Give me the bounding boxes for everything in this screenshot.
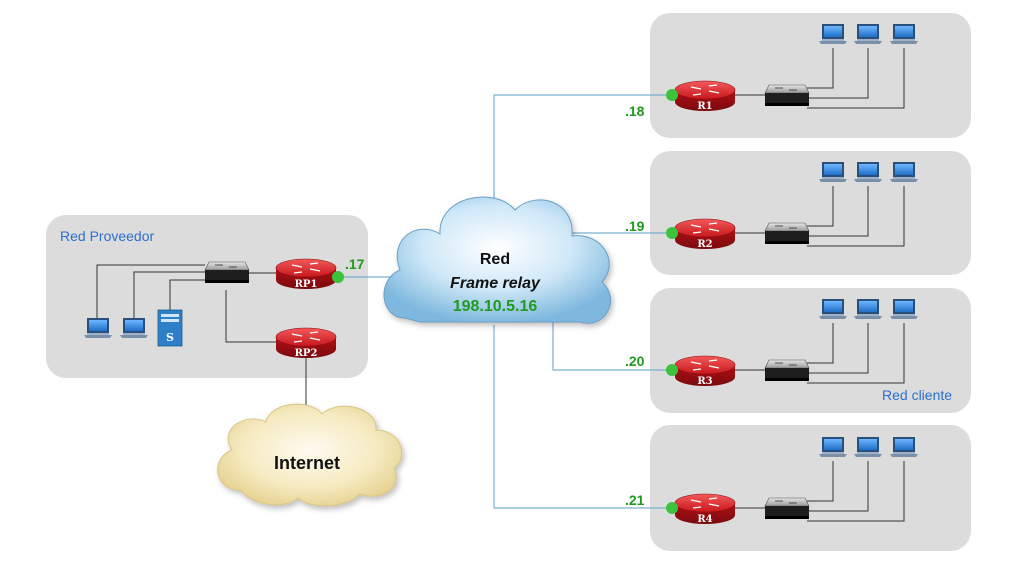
router-rp2: RP2 [275,327,337,359]
frame-relay-network-address: 198.10.5.16 [453,298,538,315]
router-rp2-label: RP2 [295,348,318,359]
router-r2: R2 [674,218,736,250]
server-label: S [166,331,174,344]
internet-label: Internet [274,453,340,473]
router-r2-label: R2 [697,239,712,250]
router-rp1: RP1 [275,258,337,290]
site4-switch-icon [764,497,810,520]
provider-switch-icon [204,261,250,284]
site3-laptop-1-icon [819,299,847,319]
provider-network-label: Red Proveedor [60,228,155,244]
router-r3-label: R3 [697,376,712,387]
router-r4: R4 [674,493,736,525]
router-rp1-label: RP1 [295,279,318,290]
frame-relay-links [338,94,672,509]
provider-laptop-1-icon [84,318,112,338]
router-r1-label: R1 [697,101,712,112]
client-network-label: Red cliente [882,387,952,403]
site2-laptop-2-icon [854,162,882,182]
site1-laptop-2-icon [854,24,882,44]
rp1-interface-label: .17 [345,256,365,272]
provider-lan-links [96,264,307,410]
site1-switch-icon [764,84,810,107]
site3-switch-icon [764,359,810,382]
site2-laptop-1-icon [819,162,847,182]
client-site-4-panel [650,425,971,551]
router-r4-label: R4 [697,514,712,525]
server-icon: S [157,309,183,347]
site4-laptop-3-icon [890,437,918,457]
r4-interface-dot [666,502,678,514]
rp1-interface-dot [332,271,344,283]
site4-laptop-2-icon [854,437,882,457]
r4-interface-label: .21 [625,492,645,508]
client-site-1-panel [650,13,971,138]
site2-switch-icon [764,222,810,245]
r3-interface-label: .20 [625,353,645,369]
site1-laptop-1-icon [819,24,847,44]
site4-laptop-1-icon [819,437,847,457]
internet-cloud [217,403,403,507]
frame-relay-subtitle: Frame relay [450,275,541,292]
frame-relay-cloud [383,196,612,324]
router-r1: R1 [674,80,736,112]
site3-laptop-3-icon [890,299,918,319]
site3-laptop-2-icon [854,299,882,319]
r3-interface-dot [666,364,678,376]
site1-laptop-3-icon [890,24,918,44]
r2-interface-label: .19 [625,218,645,234]
site2-laptop-3-icon [890,162,918,182]
client-lan-links [735,48,905,522]
client-site-2-panel [650,151,971,275]
r1-interface-dot [666,89,678,101]
frame-relay-title: Red [480,251,510,268]
r1-interface-label: .18 [625,103,645,119]
r2-interface-dot [666,227,678,239]
provider-laptop-2-icon [120,318,148,338]
router-r3: R3 [674,355,736,387]
